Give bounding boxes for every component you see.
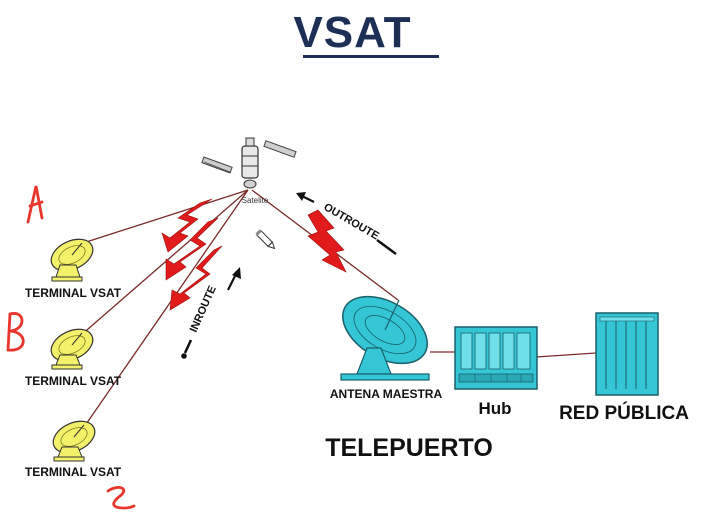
outroute-tail [376,238,397,256]
inroute-indicator: INROUTE [181,267,241,359]
hub-label: Hub [478,399,511,418]
terminal-dish-c [52,420,96,462]
link-terminal-a [79,189,249,245]
pencil-icon [255,229,276,250]
terminal-label-a: TERMINAL VSAT [25,286,122,300]
lightning-bolt-b [165,217,219,281]
terminal-dish-a [50,238,94,282]
title-underline [303,55,439,58]
red-publica-label: RED PÚBLICA [559,402,689,424]
antena-maestra-dish-icon [340,295,430,381]
hub-rack-icon [454,326,538,390]
terminal-label-b: TERMINAL VSAT [25,374,122,388]
antena-maestra-label: ANTENA MAESTRA [330,387,443,401]
lightning-bolts [161,198,347,311]
link-terminal-c [81,189,249,431]
terminal-label-c: TERMINAL VSAT [25,465,122,479]
annotation-a [26,185,44,224]
terminal-dish-b [50,328,94,370]
annotation-b [6,312,25,352]
link-hub-red [535,352,597,358]
annotation-c [106,486,136,510]
satellite-label: Satelite [242,196,269,205]
outroute-indicator: OUTROUTE [296,192,397,256]
lightning-bolt-outroute [307,209,347,273]
lightning-bolt-c [169,245,223,311]
lightning-bolt-a [161,198,213,253]
outroute-arrowhead [296,192,306,201]
telepuerto-label: TELEPUERTO [325,434,493,462]
inroute-arrow-shaft [227,273,237,291]
inroute-arrowhead [232,267,241,279]
link-terminal-b [79,189,249,337]
satellite-icon [201,137,297,189]
inroute-label: INROUTE [188,284,219,334]
link-lines [79,189,597,431]
inroute-dot [181,353,187,359]
diagram-title: VSAT [293,8,412,57]
server-cabinet-icon [595,312,659,396]
inroute-tail [183,339,193,354]
